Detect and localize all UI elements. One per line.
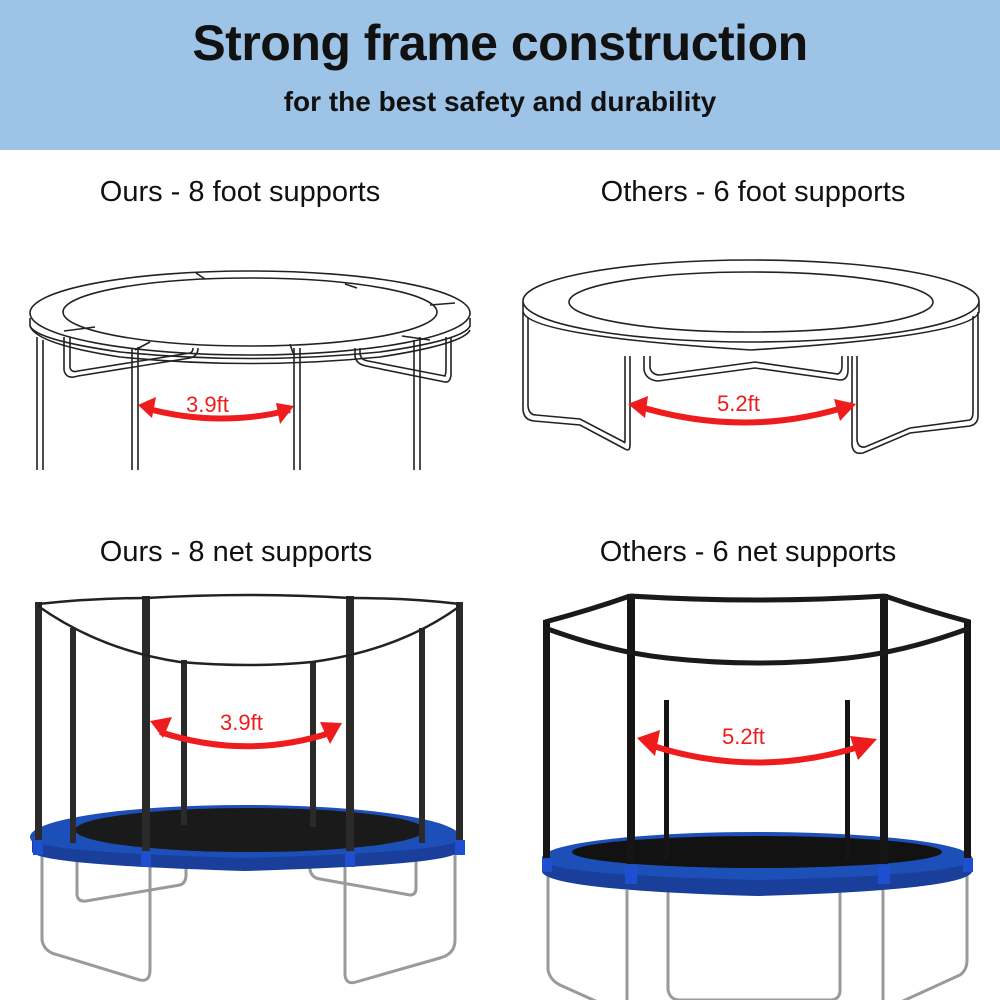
gap-measurement: 3.9ft [186, 392, 229, 417]
net-rope [37, 593, 461, 667]
arrow-head-right-icon [276, 403, 294, 424]
trampoline-frame-drawing [522, 259, 980, 455]
label-ours-foot: Ours - 8 foot supports [99, 176, 381, 208]
ours-foot-illustration: 3.9ft [29, 270, 471, 470]
gap-arrow-curve [649, 742, 866, 766]
gap-measurement: 5.2ft [722, 724, 765, 749]
trampoline-legs [40, 840, 457, 985]
label-others-foot: Others - 6 foot supports [600, 176, 906, 208]
pole-sleeves [33, 840, 465, 867]
others-net-illustration: 5.2ft [542, 593, 973, 1000]
page-subtitle: for the best safety and durability [283, 86, 717, 117]
arrow-head-right-icon [850, 736, 877, 760]
net-top-frame [544, 593, 971, 666]
net-poles [543, 594, 971, 864]
arrow-head-left-icon [637, 730, 660, 756]
ours-net-illustration: 3.9ft [30, 593, 465, 985]
page-title: Strong frame construction [192, 15, 808, 71]
label-others-net: Others - 6 net supports [599, 536, 897, 568]
others-foot-illustration: 5.2ft [522, 259, 980, 455]
arrow-head-left-icon [138, 397, 156, 418]
arrow-head-right-icon [834, 399, 856, 421]
gap-measurement: 5.2ft [717, 391, 760, 416]
pole-sleeves [542, 858, 973, 884]
arrow-head-left-icon [150, 717, 172, 738]
jumping-mat [75, 808, 425, 852]
header-banner: Strong frame construction for the best s… [0, 0, 1000, 150]
trampoline-frame-drawing [29, 270, 471, 470]
arrow-head-left-icon [628, 396, 648, 418]
gap-arrow-curve [633, 402, 853, 426]
gap-arrow-curve [144, 405, 291, 422]
label-ours-net: Ours - 8 net supports [99, 536, 373, 568]
pad-skirt [542, 860, 972, 896]
arrow-head-right-icon [320, 722, 342, 744]
net-poles [35, 596, 463, 851]
trampoline-legs [546, 862, 969, 1000]
gap-arrow-curve [159, 729, 331, 750]
gap-measurement: 3.9ft [220, 710, 263, 735]
